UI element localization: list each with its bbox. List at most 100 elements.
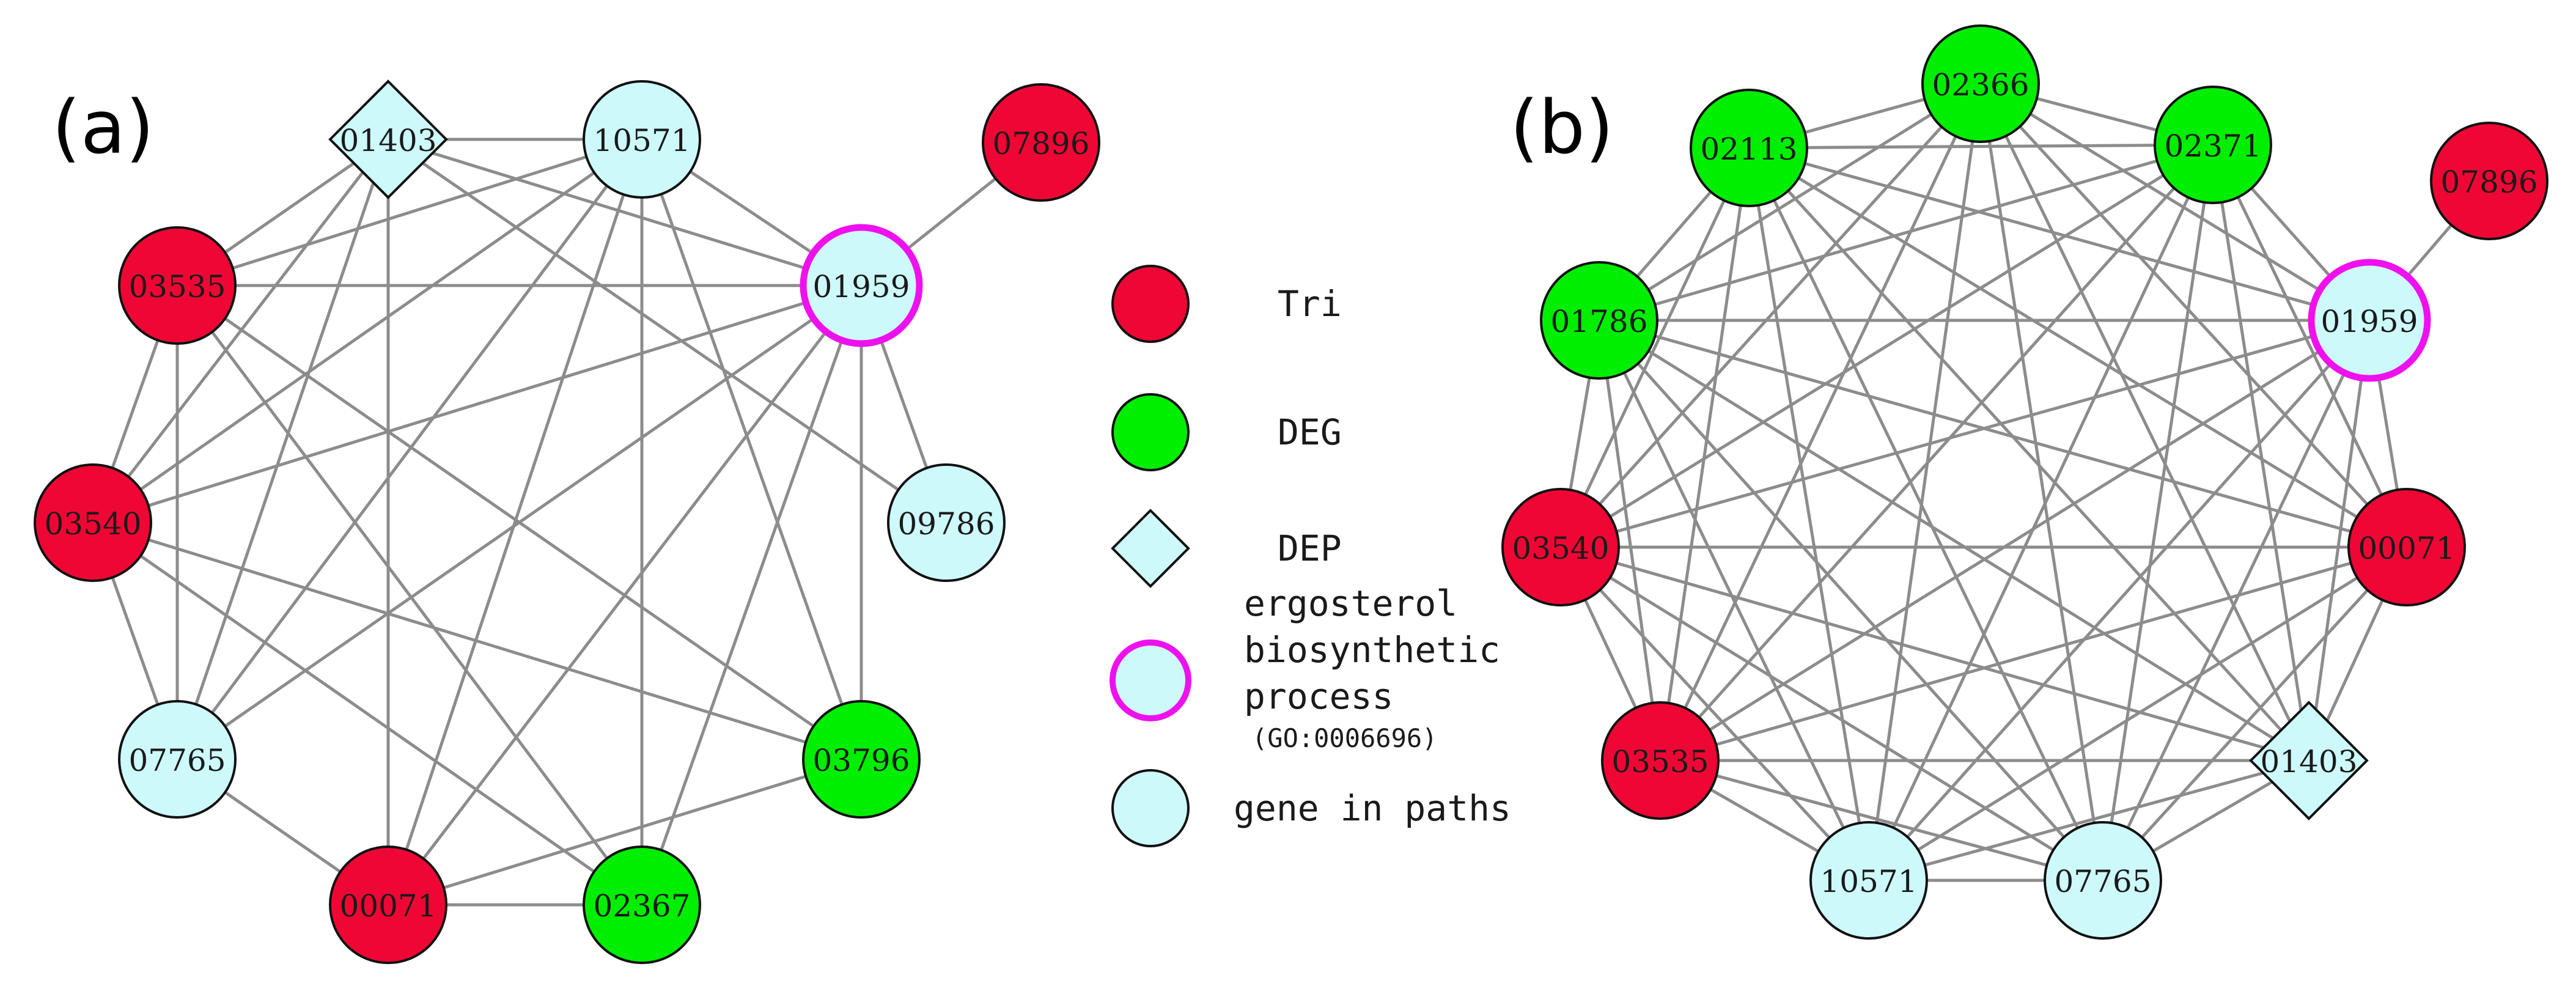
- gene-circle: [118, 700, 237, 819]
- tri-circle: [982, 83, 1100, 202]
- dep-diamond: [328, 79, 448, 199]
- legend-label: biosynthetic: [1244, 629, 1500, 671]
- deg-circle: [1921, 24, 2040, 143]
- edge-03540-07765: [1559, 545, 2104, 882]
- node-label: 01959: [812, 269, 910, 304]
- edge-01403-10571: [1868, 759, 2309, 882]
- tri-circle: [1601, 701, 1720, 820]
- node-label: 07765: [2054, 864, 2151, 899]
- edge-02371-03540: [1559, 143, 2214, 549]
- edge-02371-03535: [1659, 144, 2214, 762]
- node-label: 09786: [897, 506, 995, 542]
- deg-circle: [2154, 86, 2272, 204]
- legend-swatch: [1111, 393, 1190, 471]
- deg-circle: [583, 845, 701, 964]
- edge-02113-03535: [1658, 147, 1751, 761]
- legend-sub-label: (GO:0006696): [1252, 723, 1437, 753]
- node-10571: 10571: [1809, 821, 1928, 940]
- node-label: 01403: [2260, 744, 2357, 779]
- node-03535: 03535: [1601, 701, 1720, 820]
- edge-10571-03796: [640, 139, 863, 760]
- deg-circle: [802, 700, 921, 819]
- edge-10571-07765: [175, 138, 644, 761]
- node-10571: 10571: [583, 80, 701, 199]
- legend-swatch: [1111, 769, 1190, 847]
- node-07765: 07765: [118, 700, 237, 819]
- node-01959: 01959: [2308, 259, 2431, 382]
- edge-01959-00071: [387, 284, 863, 906]
- edge-00071-10571: [1868, 545, 2408, 882]
- gene-circle: [887, 463, 1006, 582]
- panel-b-label: (b): [1510, 86, 1614, 171]
- edge-01786-10571: [1597, 319, 1871, 882]
- node-label: 02113: [1700, 131, 1797, 167]
- node-01786: 01786: [1540, 261, 1658, 380]
- gene-circle: [1809, 821, 1928, 940]
- edge-03540-02367: [92, 521, 643, 907]
- node-label: 02366: [1932, 67, 2029, 103]
- node-label: 00071: [2358, 531, 2455, 566]
- node-03540: 03540: [34, 463, 152, 582]
- node-03535: 03535: [118, 226, 237, 345]
- deg-circle: [1540, 261, 1658, 380]
- dep-diamond: [2249, 701, 2369, 820]
- legend-item-deg: DEG: [1111, 393, 1342, 471]
- legend-ergosterol-ring: [1110, 639, 1191, 721]
- legend-label: Tri: [1278, 283, 1342, 325]
- node-label: 07765: [128, 743, 226, 778]
- edge-01786-00071: [1599, 319, 2407, 549]
- edge-01959-07765: [176, 284, 863, 761]
- legend-label: process: [1244, 676, 1393, 717]
- edge-02366-01959: [1979, 82, 2371, 322]
- node-label: 01403: [339, 123, 436, 158]
- node-label: 02371: [2164, 128, 2261, 164]
- tri-circle: [2430, 122, 2548, 240]
- edge-01959-03540: [92, 284, 862, 525]
- node-07896: 07896: [2430, 122, 2548, 240]
- edge-00071-03535: [1660, 545, 2407, 762]
- ergosterol-ring: [2308, 259, 2431, 382]
- panel-b-network: 02366 02113 02371 07896 01786 01959 03540 00071…: [1501, 24, 2548, 940]
- node-02371: 02371: [2154, 86, 2272, 204]
- edge-01959-07765: [2101, 319, 2371, 882]
- edge-01786-03535: [1597, 320, 1662, 761]
- edge-01403-01959: [388, 138, 862, 287]
- edge-01959-03540: [1560, 319, 2370, 549]
- panel-a-nodes: 01403 10571 07896 03535 01959 03540 09786 07765…: [34, 79, 1100, 964]
- node-label: 02367: [593, 888, 690, 924]
- edge-02371-01786: [1599, 143, 2214, 322]
- node-02113: 02113: [1690, 89, 1808, 207]
- legend-label: DEP: [1278, 528, 1342, 569]
- node-07896: 07896: [982, 83, 1100, 202]
- legend-item-gene: gene in paths: [1111, 769, 1511, 847]
- edge-00071-07765: [2102, 546, 2408, 882]
- legend-label: DEG: [1278, 411, 1342, 453]
- node-label: 10571: [593, 123, 690, 158]
- node-label: 01786: [1550, 304, 1647, 339]
- edge-10571-00071: [386, 139, 644, 905]
- node-02366: 02366: [1921, 24, 2040, 143]
- node-label: 03540: [1512, 531, 1609, 566]
- node-01403: 01403: [2249, 701, 2369, 820]
- ergosterol-ring: [800, 224, 923, 347]
- legend-dep-diamond: [1111, 509, 1190, 588]
- node-label: 07896: [2440, 164, 2537, 200]
- legend-item-tri: Tri: [1111, 265, 1342, 343]
- edge-02113-02371: [1748, 143, 2214, 150]
- node-label: 03796: [812, 743, 910, 778]
- node-09786: 09786: [887, 463, 1006, 582]
- legend-label: ergosterol: [1244, 583, 1457, 624]
- edge-02113-03540: [1559, 147, 1751, 548]
- edge-02371-07765: [2101, 144, 2215, 881]
- edge-02113-07765: [1747, 147, 2105, 882]
- edge-03540-10571: [1559, 546, 1870, 882]
- edge-03540-01403: [1560, 545, 2309, 762]
- node-03540: 03540: [1501, 488, 1620, 606]
- node-01959: 01959: [800, 224, 923, 347]
- node-label: 01959: [2320, 304, 2418, 339]
- deg-circle: [1690, 89, 1808, 207]
- tri-circle: [329, 845, 447, 964]
- node-02367: 02367: [583, 845, 701, 964]
- edge-03535-07765: [1660, 759, 2103, 882]
